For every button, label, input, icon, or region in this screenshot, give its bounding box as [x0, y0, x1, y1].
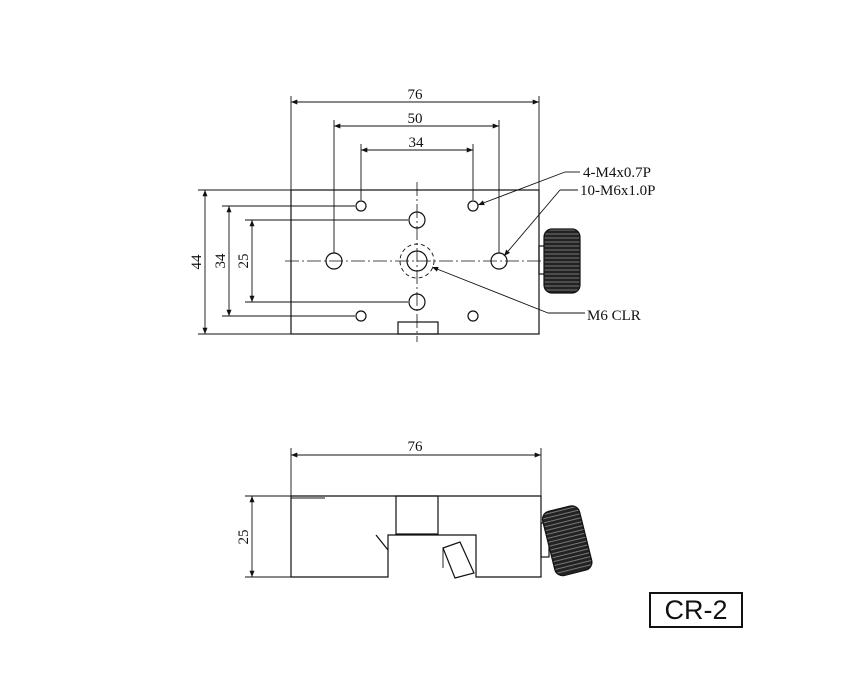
dim-hole-height-outer: 34 — [213, 253, 229, 269]
side-view-body — [290, 495, 542, 578]
top-view-slot — [397, 321, 439, 335]
m4-hole — [355, 310, 367, 322]
m4-hole — [467, 310, 479, 322]
m6-hole — [408, 293, 426, 311]
callout-m6-holes: 10-M6x1.0P — [580, 183, 655, 199]
m4-hole — [467, 200, 479, 212]
dim-side-width: 76 — [408, 439, 424, 455]
side-view-chamfer — [375, 534, 389, 551]
side-view: 76 25 — [236, 439, 593, 579]
m6-clr-hole — [406, 250, 428, 272]
callout-center-hole: M6 CLR — [587, 308, 641, 324]
m6-clr-counterbore — [399, 243, 435, 279]
dim-overall-width: 76 — [408, 87, 424, 103]
m6-hole — [408, 211, 426, 229]
m4-hole — [355, 200, 367, 212]
dim-hole-span-inner: 34 — [409, 135, 425, 151]
model-badge: CR-2 — [649, 592, 743, 628]
side-view-slot — [395, 495, 439, 535]
locking-lever — [442, 541, 475, 579]
leader-m6 — [503, 189, 561, 257]
dim-overall-height: 44 — [189, 254, 205, 270]
top-view-body — [290, 189, 540, 335]
leader-m4 — [477, 171, 566, 206]
dim-side-height: 25 — [236, 530, 252, 545]
callout-m4-holes: 4-M4x0.7P — [583, 165, 651, 181]
top-view: 76 50 34 44 34 25 4-M4x0.7P 10-M6x1.0P — [189, 87, 655, 342]
locking-knob-side — [541, 505, 593, 577]
leader-m6-clr — [431, 266, 549, 314]
dim-hole-span-outer: 50 — [408, 111, 423, 127]
dim-hole-height-inner: 25 — [236, 254, 252, 269]
locking-knob — [543, 228, 581, 294]
